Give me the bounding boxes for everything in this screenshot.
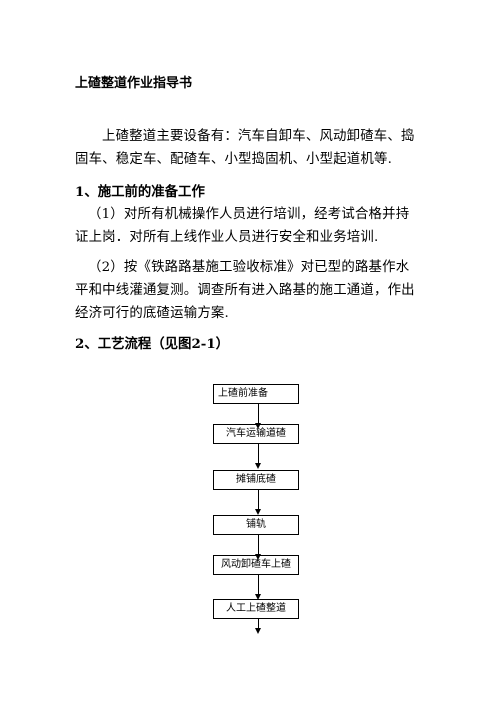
intro-paragraph: 上碴整道主要设备有：汽车自卸车、风动卸碴车、捣固车、稳定车、配碴车、小型捣固机、…	[75, 125, 420, 171]
flow-arrow-2	[255, 444, 264, 470]
flow-step-6: 人工上碴整道	[213, 599, 299, 619]
flow-arrow-6	[255, 619, 264, 635]
section-1-heading: 1、施工前的准备工作	[75, 184, 205, 200]
flow-step-1: 上碴前准备	[213, 384, 299, 404]
section-1-p1-text: （1）对所有机械操作人员进行培训，经考试合格并持证上岗．对所有上线作业人员进行安…	[75, 207, 410, 245]
section-1-paragraph-1: （1）对所有机械操作人员进行培训，经考试合格并持证上岗．对所有上线作业人员进行安…	[75, 203, 420, 249]
document-title: 上碴整道作业指导书	[75, 76, 193, 91]
flow-step-5: 风动卸碴车上碴	[213, 555, 299, 575]
flow-arrow-1	[255, 404, 264, 430]
section-1-p2-text: （2）按《铁路路基施工验收标准》对已型的路基作水平和中线灌通复测。调查所有进入路…	[75, 260, 415, 321]
flow-step-2: 汽车运输道碴	[213, 424, 299, 444]
flow-step-4: 铺轨	[213, 515, 299, 535]
flow-arrow-5	[255, 575, 264, 601]
flow-step-3: 摊铺底碴	[213, 470, 299, 490]
intro-text: 上碴整道主要设备有：汽车自卸车、风动卸碴车、捣固车、稳定车、配碴车、小型捣固机、…	[75, 129, 415, 167]
flow-arrow-3	[255, 490, 264, 516]
flow-arrow-4	[255, 535, 264, 561]
section-2-heading: 2、工艺流程（见图2-1）	[75, 336, 230, 352]
section-1-paragraph-2: （2）按《铁路路基施工验收标准》对已型的路基作水平和中线灌通复测。调查所有进入路…	[75, 256, 420, 325]
